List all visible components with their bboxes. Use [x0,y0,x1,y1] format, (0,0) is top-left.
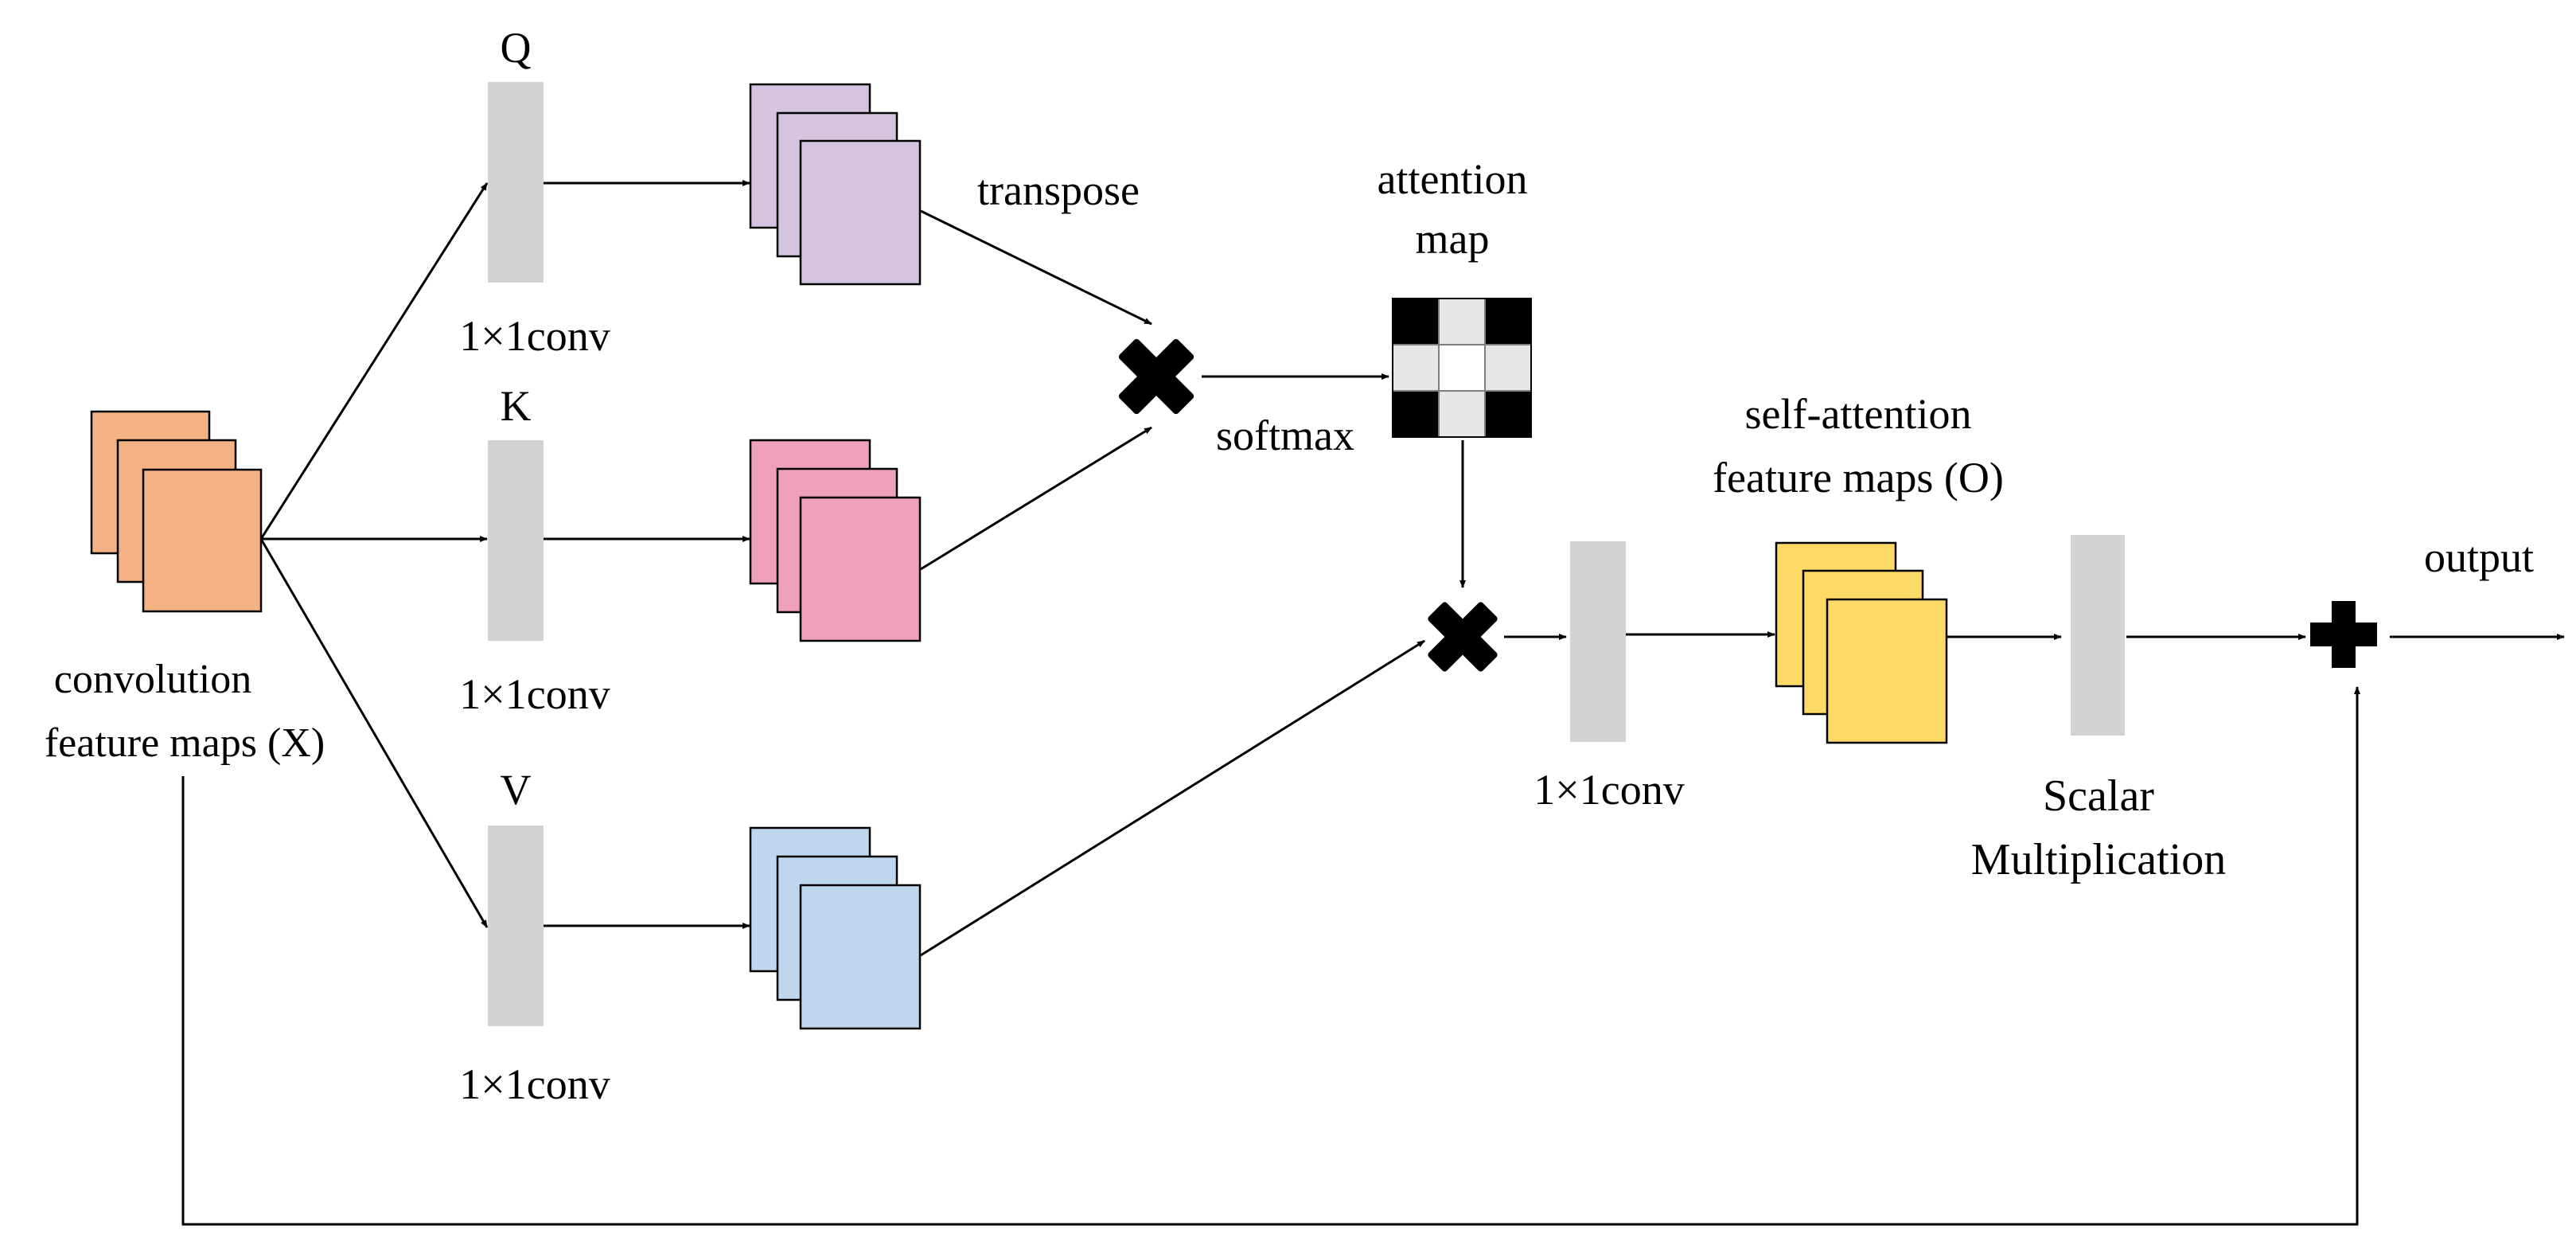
conv-block-o [1570,541,1626,742]
attention-cell [1438,298,1486,345]
conv-k-label: 1×1conv [459,670,610,718]
arrow-input-to-q [259,182,489,540]
conv-block-q [488,82,544,283]
query-feature-maps [749,83,922,286]
arrow-q-to-multiply [920,209,1152,326]
conv-o-label: 1×1conv [1534,766,1684,814]
attention-cell [1392,390,1440,438]
self-attention-label-line2: feature maps (O) [1713,454,2004,502]
residual-connection [181,686,2360,1226]
attention-cell [1392,298,1440,345]
attention-cell [1484,390,1532,438]
attention-map-border [1392,298,1532,438]
arrow-v-to-multiply [920,639,1425,957]
self-attention-feature-maps [1775,541,1948,744]
value-feature-map-layer [799,884,922,1030]
softmax-label: softmax [1216,412,1354,459]
attention-cell [1438,390,1486,438]
multiply-icon [1118,338,1194,415]
conv-v-label: 1×1conv [459,1060,610,1108]
transpose-label: transpose [977,166,1140,214]
attention-map-grid [1392,298,1532,438]
scalar-label-line2: Multiplication [1971,835,2226,884]
attention-label-line2: map [1416,215,1490,263]
plus-icon [2310,601,2377,668]
attention-cell [1392,344,1440,392]
scalar-multiplication-block [2071,535,2125,736]
conv-block-v [488,826,544,1026]
attention-cell [1484,344,1532,392]
k-label: K [501,382,532,430]
input-feature-map-layer [142,468,263,613]
value-feature-maps [749,826,922,1030]
key-feature-map-layer [799,496,922,642]
arrow-k-to-multiply [920,426,1152,571]
v-label: V [501,766,532,814]
self-attention-feature-map-layer [1826,598,1948,744]
attention-label-line1: attention [1378,155,1528,203]
input-label-line2: feature maps (X) [45,720,325,766]
attention-cell [1438,344,1486,392]
self-attention-label-line1: self-attention [1745,390,1972,438]
input-feature-maps [90,410,263,613]
arrow-input-to-v [259,538,489,928]
q-label: Q [501,24,532,72]
conv-block-k [488,440,544,641]
conv-q-label: 1×1conv [459,312,610,360]
multiply-icon [1428,602,1498,672]
attention-cell [1484,298,1532,345]
query-feature-map-layer [799,139,922,286]
key-feature-maps [749,439,922,642]
input-label-line1: convolution [54,657,251,702]
scalar-label-line1: Scalar [2043,771,2154,821]
output-label: output [2424,533,2534,581]
